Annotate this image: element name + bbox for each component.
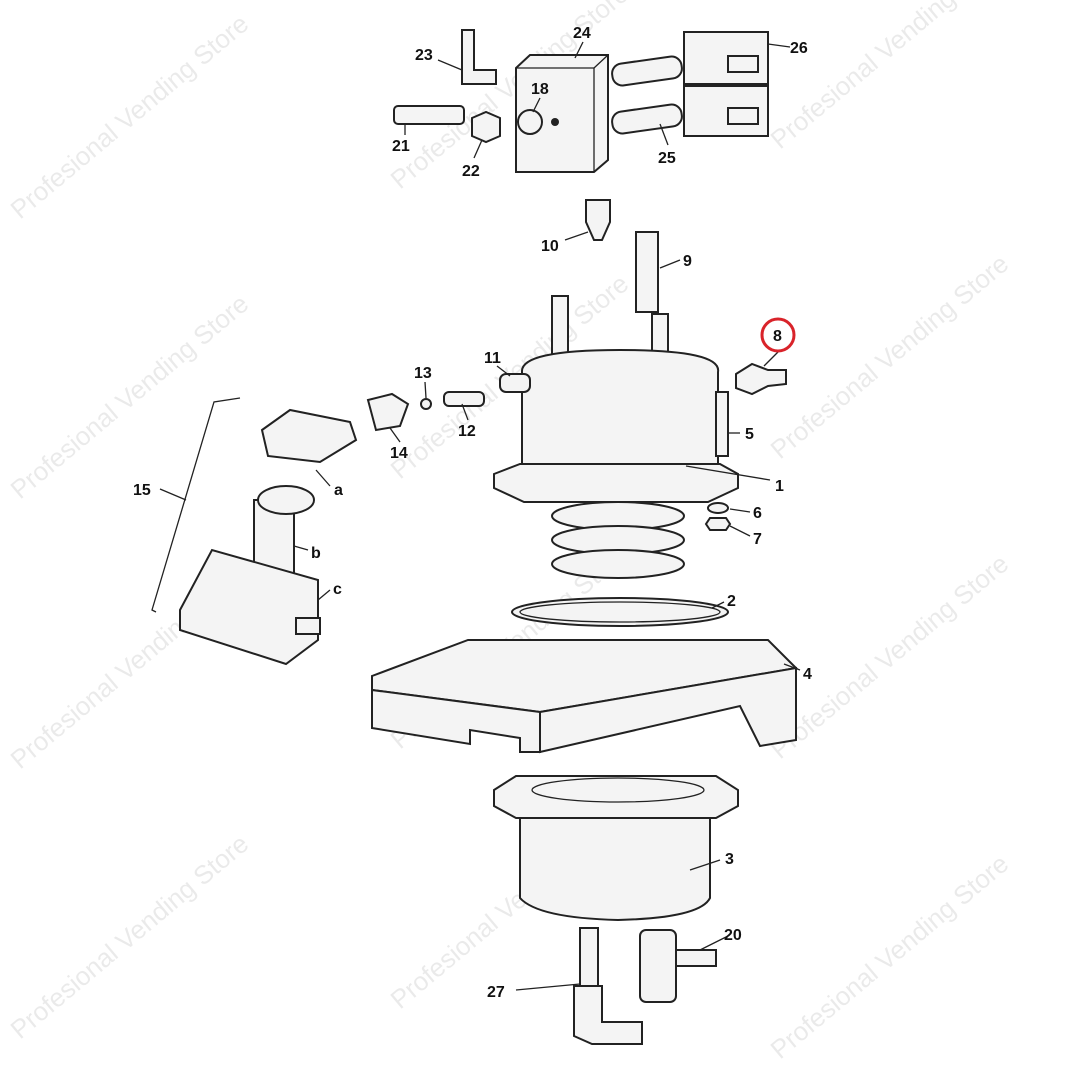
valve-block-assembly: [393, 29, 769, 173]
label-part-23: 23: [415, 47, 433, 64]
watermark: Profesional Vending Store: [765, 248, 1015, 464]
part-25-hose-bottom: [611, 103, 683, 135]
part-11-fitting: [499, 373, 531, 393]
leader-lines: [159, 41, 801, 991]
label-part-11: 11: [484, 350, 501, 367]
label-part-1: 1: [775, 478, 784, 495]
label-part-27: 27: [487, 984, 505, 1001]
bracket-15: [151, 397, 241, 613]
part-2-gasket: [511, 597, 729, 627]
label-part-22: 22: [462, 163, 480, 180]
label-part-3: 3: [725, 851, 734, 868]
label-part-4: 4: [803, 666, 812, 683]
label-part-12: 12: [458, 423, 476, 440]
watermark: Profesional Vending Store: [765, 848, 1015, 1064]
part-24-block: [515, 54, 609, 173]
part-23-elbow: [461, 29, 497, 85]
part-8-fitting: [735, 362, 787, 396]
part-5-bolt: [715, 391, 729, 457]
part-27-elbow: [573, 985, 643, 1045]
part-1-flange: [493, 463, 739, 503]
part-a-fitting: [260, 408, 358, 464]
label-part-13: 13: [414, 365, 432, 382]
part-21-fitting: [393, 105, 465, 125]
watermark: Profesional Vending Store: [765, 0, 1015, 155]
part-20-valve: [639, 929, 677, 1003]
part-7-nut: [704, 517, 732, 531]
highlight-circle-part-8: [760, 317, 796, 353]
part-3-flange: [493, 775, 739, 819]
label-part-c: c: [333, 581, 342, 598]
label-part-a: a: [334, 482, 343, 499]
label-part-25: 25: [658, 150, 676, 167]
label-part-14: 14: [390, 445, 408, 462]
solenoid-15-assembly: [151, 397, 358, 666]
label-part-20: 20: [724, 927, 742, 944]
reservoir: [493, 775, 739, 922]
part-12-tube: [443, 391, 485, 407]
boiler-assembly: [366, 199, 787, 627]
label-part-8: 8: [773, 328, 782, 345]
part-27-tube: [579, 927, 599, 989]
part-1-boiler: [521, 348, 720, 471]
label-part-18: 18: [531, 81, 549, 98]
part-13-washer: [420, 398, 432, 410]
part-3-tank: [519, 817, 711, 922]
watermark: Profesional Vending Store: [5, 828, 255, 1044]
watermark: Profesional Vending Store: [765, 548, 1015, 764]
label-part-15: 15: [133, 482, 151, 499]
part-18-oring: [517, 109, 543, 135]
heating-coil: [551, 501, 685, 579]
label-part-6: 6: [753, 505, 762, 522]
label-part-2: 2: [727, 593, 736, 610]
watermarks: Profesional Vending Store Profesional Ve…: [5, 0, 1015, 1065]
bottom-fittings: [573, 927, 717, 1045]
label-part-21: 21: [392, 138, 410, 155]
part-14-valve: [366, 392, 410, 432]
part-9-sensor: [635, 231, 659, 313]
watermark: Profesional Vending Store: [5, 8, 255, 224]
label-part-7: 7: [753, 531, 762, 548]
part-6-washer: [707, 502, 729, 514]
part-c-coil: [179, 548, 319, 666]
label-part-5: 5: [745, 426, 754, 443]
part-25-hose-top: [611, 55, 683, 87]
label-part-b: b: [311, 545, 321, 562]
label-part-10: 10: [541, 238, 559, 255]
label-part-24: 24: [573, 25, 591, 42]
label-part-26: 26: [790, 40, 808, 57]
part-22-plug: [471, 110, 501, 144]
label-part-9: 9: [683, 253, 692, 270]
base-plate: [371, 639, 799, 754]
part-labels: 23 24 26 18 21 22 25 10 9 8 13 11 14 12 …: [133, 25, 812, 1001]
watermark: Profesional Vending Store: [5, 288, 255, 504]
part-10-thermostat: [585, 199, 611, 241]
